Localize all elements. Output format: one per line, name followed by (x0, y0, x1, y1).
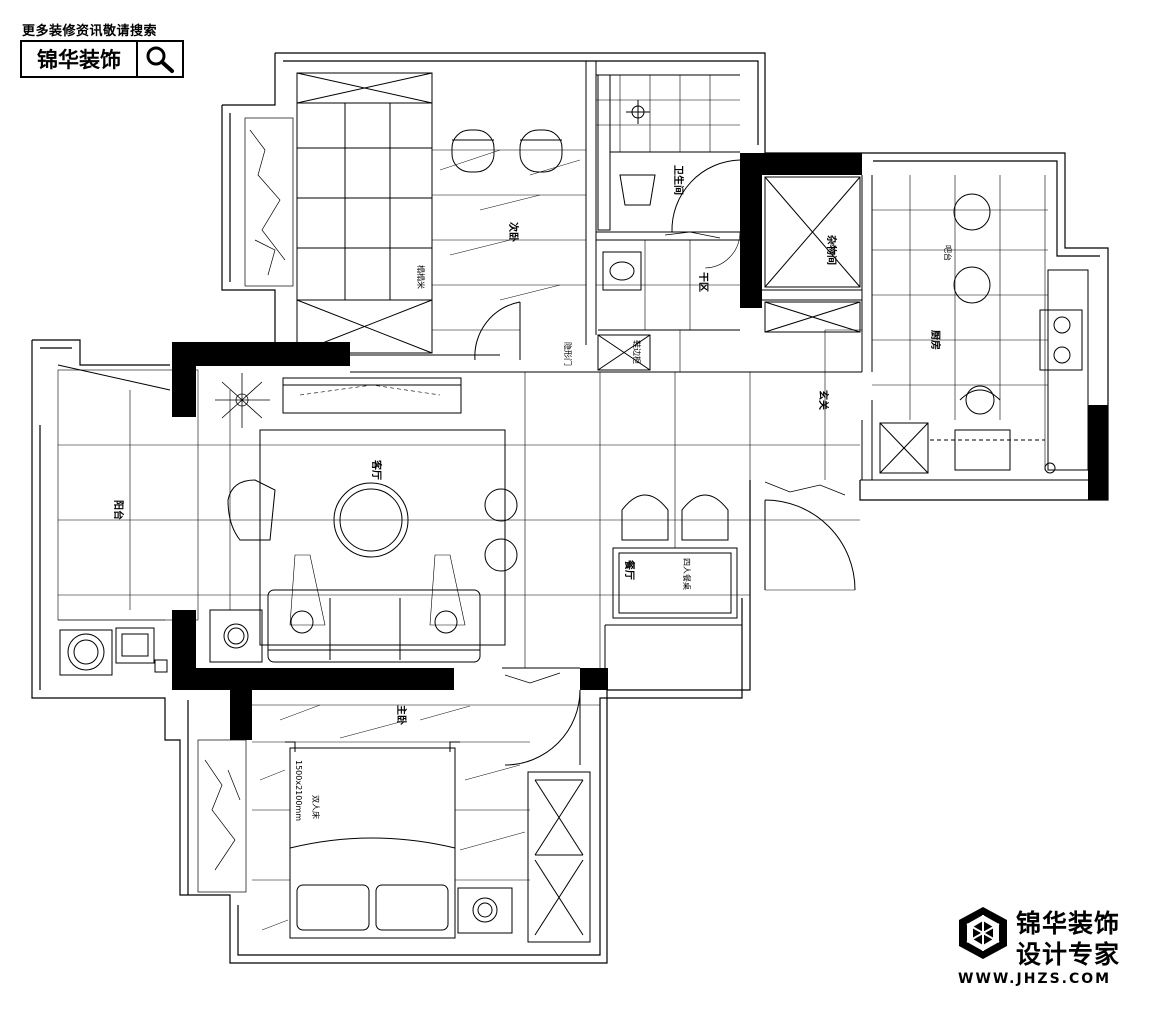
bed-size-label: 1500x2100mm (294, 760, 303, 821)
living-room-label: 客厅 (370, 459, 383, 480)
storage-room (764, 176, 861, 333)
kitchen-label: 厨房 (929, 330, 942, 350)
tatami-label: 榻榻米 (416, 265, 426, 289)
bathroom-fixtures (597, 74, 741, 371)
dry-area-label: 干区 (697, 272, 709, 292)
window-planters (197, 117, 846, 893)
dining-furniture (604, 494, 742, 668)
search-icon[interactable] (138, 42, 182, 76)
plant-icon (215, 373, 270, 428)
second-bedroom-label: 次卧 (507, 222, 520, 242)
dining-table-label: 四人餐桌 (682, 558, 692, 590)
living-room-furniture (209, 373, 518, 663)
double-bed-label: 双人床 (311, 795, 321, 819)
hidden-door-label: 隐形门 (563, 342, 573, 366)
entrance-label: 玄关 (817, 390, 830, 410)
second-bedroom (296, 72, 586, 361)
entrance-door (764, 499, 856, 591)
logo-url[interactable]: WWW.JHZS.COM (958, 971, 1112, 987)
balcony-fixtures (57, 364, 171, 676)
storage-label: 杂物间 (825, 235, 838, 265)
person-icon (289, 554, 326, 634)
outer-walls (31, 52, 1109, 964)
master-bedroom (252, 689, 600, 943)
cube-logo-icon (959, 907, 1007, 959)
master-bedroom-label: 主卧 (395, 705, 408, 725)
bar-label: 吧台 (943, 245, 953, 261)
balcony-label: 阳台 (112, 500, 125, 520)
floor-grid (57, 75, 1048, 668)
logo-line2: 设计专家 (1016, 940, 1121, 969)
dining-room-label: 餐厅 (623, 559, 636, 580)
kitchen-fixtures (879, 193, 1089, 474)
brand-name: 锦华装饰 (22, 42, 138, 76)
logo-line1: 锦华装饰 (1016, 909, 1121, 938)
interior-walls (172, 61, 1088, 669)
header-tagline: 更多装修资讯敬请搜索 (22, 24, 158, 39)
person-icon (429, 554, 466, 634)
bathroom-label: 卫生间 (672, 165, 685, 195)
shoe-cabinet-label: 鞋边柜 (632, 340, 642, 364)
solid-walls (172, 153, 1108, 740)
brand-search-box[interactable]: 锦华装饰 (20, 40, 184, 78)
